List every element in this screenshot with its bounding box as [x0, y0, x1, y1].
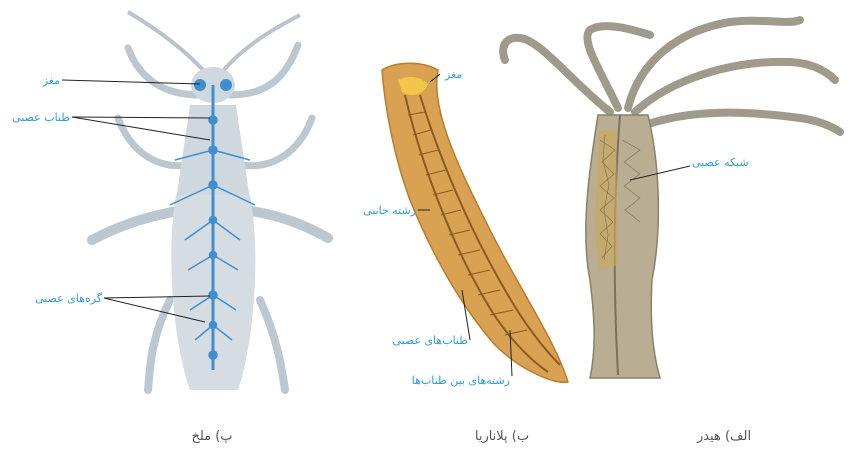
brain-left-lobe [194, 79, 206, 91]
caption-grasshopper: پ) ملخ [191, 429, 232, 444]
planaria-figure: مغز رشته جانبی طناب‌های عصبی رشته‌های بی… [363, 63, 568, 387]
grasshopper-figure: مغز طناب عصبی گره‌های عصبی [12, 12, 328, 390]
label-brain-planaria: مغز [444, 68, 462, 81]
label-lateral-strand: رشته جانبی [363, 204, 416, 217]
hydra-figure: شبکه عصبی [503, 20, 840, 378]
hydra-tentacles [503, 20, 840, 132]
brain-right-lobe [220, 79, 232, 91]
label-connecting-strands: رشته‌های بین طناب‌ها [412, 374, 510, 387]
hydra-nerve-net-region [595, 130, 618, 270]
label-nerve-cord: طناب عصبی [12, 111, 70, 124]
caption-planaria: ب) پلاناریا [475, 429, 529, 444]
label-nerve-net: شبکه عصبی [692, 156, 749, 169]
label-brain-insect: مغز [42, 74, 60, 87]
label-ganglia: گره‌های عصبی [35, 292, 103, 305]
left-antenna [128, 12, 205, 72]
caption-hydra: الف) هیدر [696, 429, 751, 444]
label-nerve-cords: طناب‌های عصبی [392, 334, 468, 347]
